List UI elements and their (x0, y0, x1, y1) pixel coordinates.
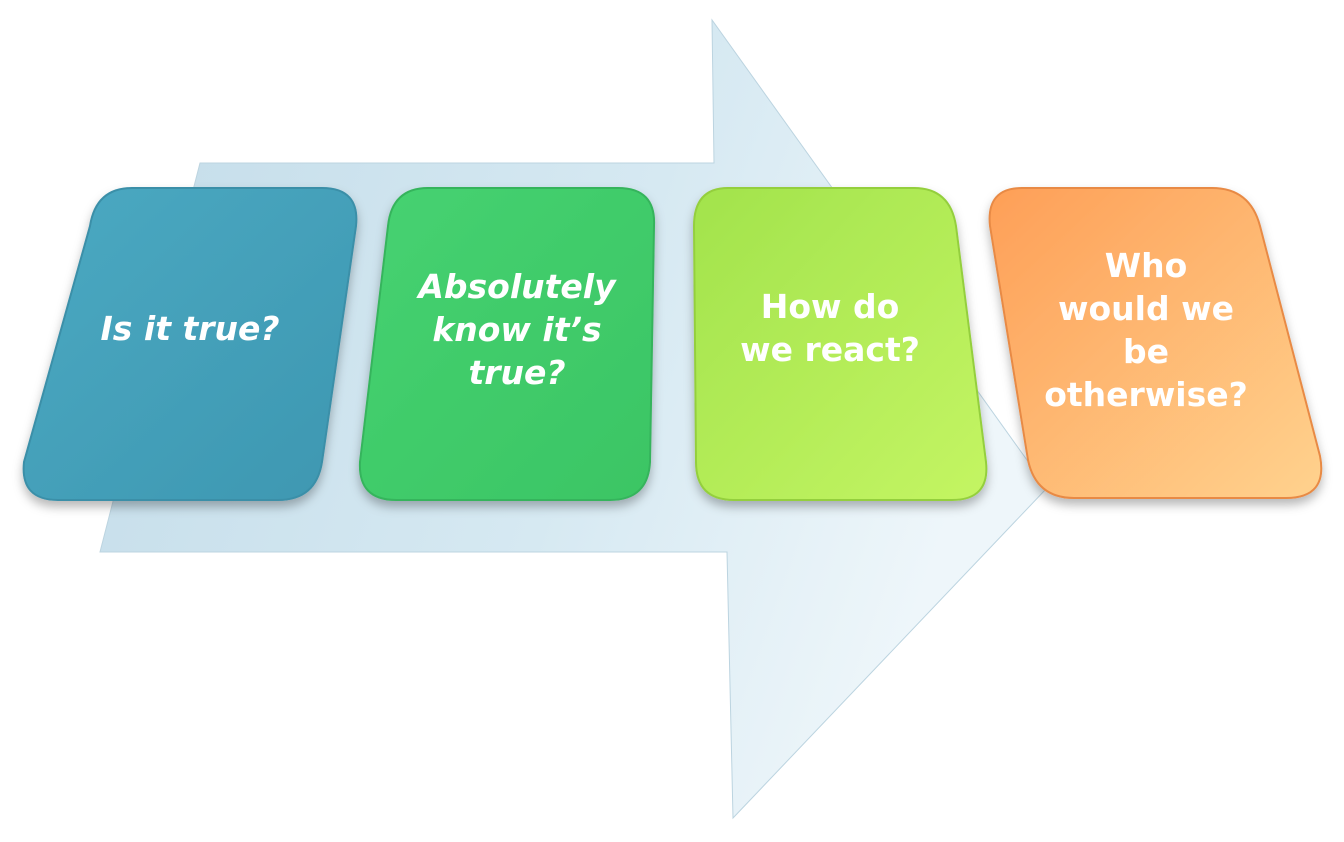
step-box-1-shape (22, 187, 358, 501)
step-box-3-shape (692, 187, 988, 501)
step-label-line: Absolutely (415, 267, 617, 306)
step-label-line: How do (761, 287, 900, 326)
step-box-4-shape (988, 187, 1323, 499)
step-label-line: Is it true? (100, 309, 279, 348)
step-label-line: true? (468, 353, 565, 392)
step-box-2: Absolutely know it’s true? (358, 187, 656, 501)
step-box-2-shape (358, 187, 656, 501)
step-box-4: Who would we be otherwise? (988, 187, 1323, 499)
step-label-1: Is it true? (100, 309, 279, 348)
step-label-line: would we (1058, 289, 1234, 328)
step-label-line: be (1123, 332, 1169, 371)
step-label-line: know it’s (432, 310, 601, 349)
step-box-3: How do we react? (692, 187, 988, 501)
step-label-line: otherwise? (1044, 375, 1248, 414)
step-label-line: we react? (740, 330, 920, 369)
step-label-line: Who (1105, 246, 1188, 285)
step-box-1: Is it true? (22, 187, 358, 501)
step-label-3: How do we react? (740, 287, 920, 369)
step-label-4: Who would we be otherwise? (1044, 246, 1248, 414)
step-label-2: Absolutely know it’s true? (415, 267, 617, 392)
